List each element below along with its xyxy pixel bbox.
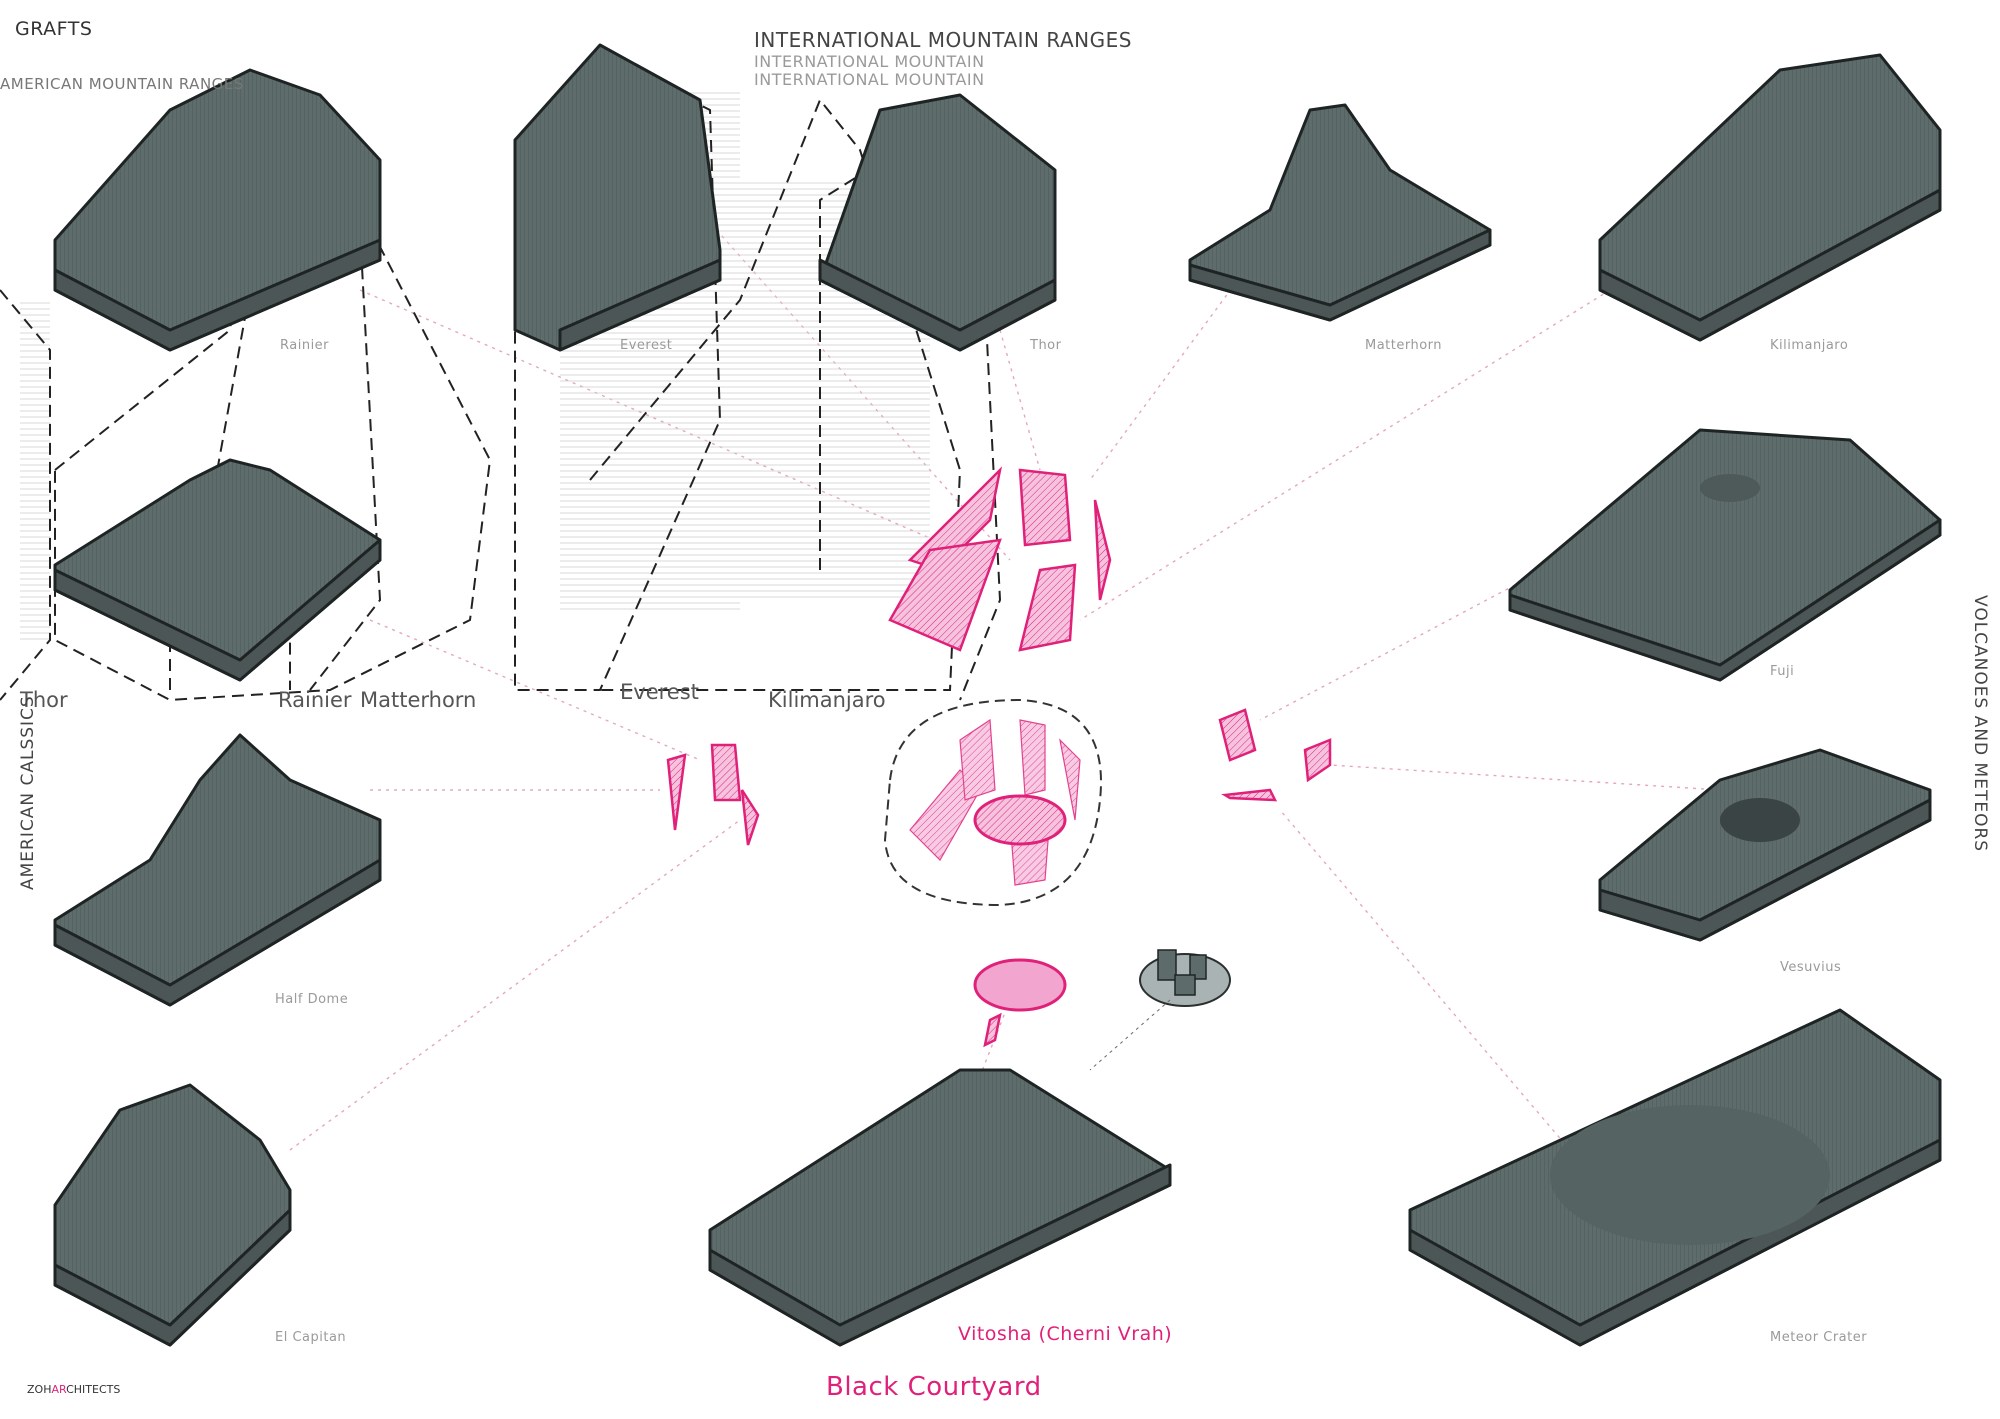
connector-line (369, 619, 701, 761)
mountain-block-half-dome (53, 733, 382, 1007)
courtyard-ellipse (973, 794, 1067, 846)
pink-fragment (740, 789, 760, 846)
mountain-blocks (53, 43, 1942, 1347)
sketch-label-rainier: Rainier (278, 688, 352, 712)
mountain-block-meteor-crater (1408, 1008, 1942, 1347)
international-title: INTERNATIONAL MOUNTAIN RANGES (754, 28, 1132, 52)
courtyard-cluster (883, 698, 1102, 907)
sketch-label-matterhorn: Matterhorn (360, 688, 477, 712)
mountain-block-rainier-lower (53, 458, 382, 682)
international-ghost-1: INTERNATIONAL MOUNTAIN (754, 52, 985, 71)
side-label-right: VOLCANOES AND METEORS (1970, 595, 1990, 853)
mountain-block-matterhorn (1188, 103, 1492, 322)
pink-fragment (1093, 499, 1112, 601)
pink-fragment (666, 753, 687, 831)
pink-fragment (1018, 468, 1072, 547)
label-fuji: Fuji (1770, 664, 1795, 679)
pink-fragment (1303, 738, 1332, 783)
sketch-label-kilimanjaro: Kilimanjaro (768, 688, 886, 712)
side-label-left: AMERICAN CALSSICS (18, 695, 38, 890)
mountain-block-vitosha (708, 1068, 1172, 1347)
label-meteor-crater: Meteor Crater (1770, 1330, 1868, 1345)
label-kilimanjaro: Kilimanjaro (1770, 338, 1849, 353)
label-half-dome: Half Dome (275, 992, 349, 1007)
label-everest: Everest (620, 338, 673, 353)
connector-line (1079, 289, 1611, 621)
vitosha-label: Vitosha (Cherni Vrah) (958, 1323, 1173, 1345)
firm-credit: ZOHARCHITECTS (27, 1383, 120, 1396)
gray-connector (1089, 999, 1171, 1071)
label-rainier: Rainier (280, 338, 330, 353)
connector-line (1279, 809, 1571, 1151)
connector-line (999, 329, 1041, 471)
pink-fragment (1018, 563, 1077, 652)
connector-lines (289, 199, 1721, 1191)
firm-subtitle: AMERICAN MOUNTAIN RANGES (0, 75, 244, 93)
courtyard-outline (883, 698, 1102, 907)
credit-zoh: ZOH (27, 1383, 52, 1396)
international-ghost-2: INTERNATIONAL MOUNTAIN (754, 70, 985, 89)
label-matterhorn: Matterhorn (1365, 338, 1443, 353)
dashed-outline (589, 98, 962, 691)
gray-pieces-disc (1139, 949, 1231, 1007)
mountain-block-everest (513, 43, 722, 352)
pink-fragments (666, 466, 1332, 1048)
mountain-block-el-capitan (53, 1083, 292, 1347)
mountain-block-rainier (53, 68, 382, 352)
dashed-outline (0, 289, 51, 701)
project-title: Black Courtyard (826, 1372, 1042, 1402)
connector-line (1329, 764, 1721, 791)
label-thor: Thor (1030, 338, 1062, 353)
sketch-label-everest: Everest (620, 680, 699, 704)
firm-title: GRAFTS (15, 18, 93, 40)
mountain-block-thor (818, 93, 1057, 352)
label-el-capitan: El Capitan (275, 1330, 347, 1345)
credit-chitects: CHITECTS (66, 1383, 121, 1396)
pink-fragment (888, 538, 1002, 652)
sketch-label-thor: Thor (20, 688, 68, 712)
pink-fragment (1221, 788, 1278, 802)
mountain-block-fuji (1508, 428, 1942, 682)
mountain-block-kilimanjaro (1598, 53, 1942, 342)
pink-disc (973, 958, 1067, 1012)
pink-fragment (1218, 708, 1257, 762)
label-vesuvius: Vesuvius (1780, 960, 1842, 975)
credit-ar: AR (51, 1383, 67, 1396)
mountain-block-vesuvius (1598, 748, 1932, 942)
dashed-outline (189, 218, 382, 691)
pink-fragment (983, 1012, 1002, 1048)
connector-line (289, 819, 741, 1151)
pink-fragment (710, 743, 742, 802)
